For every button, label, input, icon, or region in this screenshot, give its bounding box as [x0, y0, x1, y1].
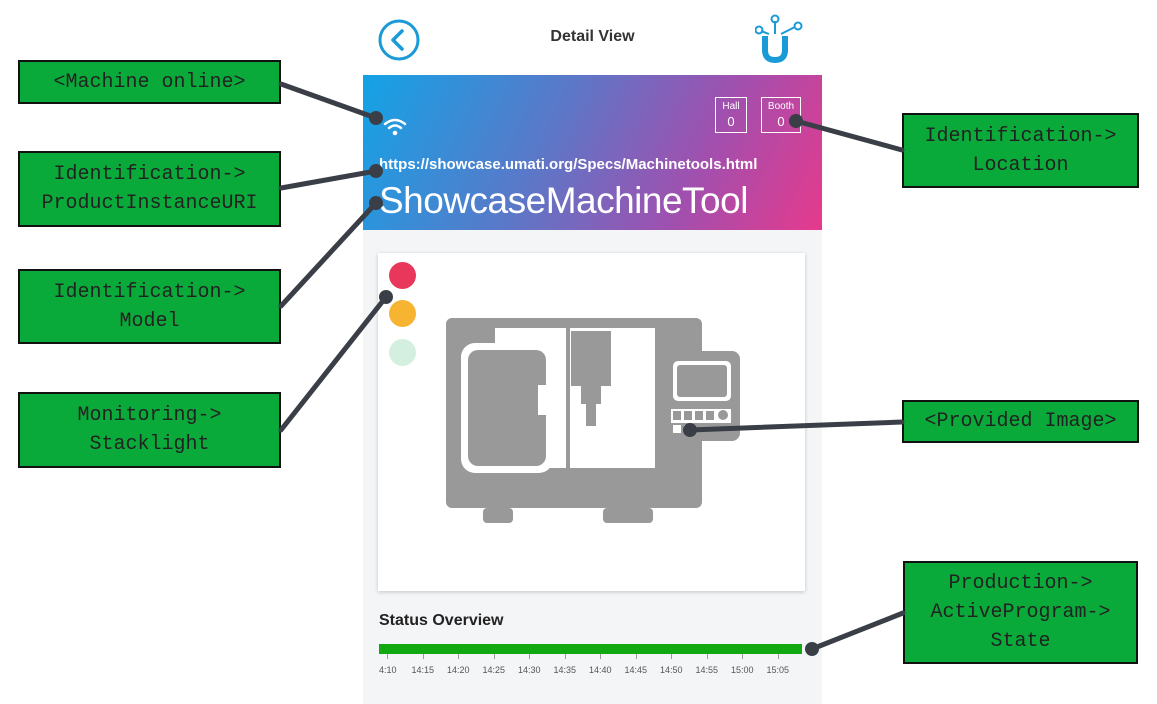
booth-label: Booth — [767, 101, 795, 112]
time-tick-label: 15:05 — [766, 665, 790, 675]
stacklight-green — [389, 339, 416, 366]
wifi-icon — [383, 118, 407, 136]
time-tick — [600, 654, 601, 659]
time-tick — [422, 654, 424, 659]
time-tick-label: 14:35 — [553, 665, 577, 675]
booth-badge: Booth 0 — [761, 97, 801, 133]
time-tick-label: 14:55 — [695, 665, 719, 675]
time-tick — [387, 654, 388, 659]
program-state-bar — [379, 644, 802, 654]
leader-model — [278, 200, 379, 309]
time-tick-label: 15:00 — [731, 665, 754, 675]
time-tick — [742, 654, 743, 659]
annotation-provided-image: <Provided Image> — [902, 400, 1139, 443]
leader-machine-online — [278, 81, 379, 121]
time-tick-label: 14:40 — [589, 665, 612, 675]
hall-badge: Hall 0 — [715, 97, 747, 133]
back-arrow-icon[interactable] — [377, 18, 421, 62]
annotation-location: Identification-> Location — [902, 113, 1139, 188]
annotation-program-state: Production-> ActiveProgram-> State — [903, 561, 1138, 664]
umati-logo-icon — [755, 14, 803, 64]
time-tick — [458, 654, 459, 659]
top-bar: Detail View — [363, 0, 822, 75]
annotation-machine-online: <Machine online> — [18, 60, 281, 104]
time-tick — [529, 654, 530, 659]
leader-product-uri — [278, 168, 379, 191]
machine-card — [378, 253, 805, 591]
time-tick-label: 14:45 — [624, 665, 648, 675]
status-overview-title: Status Overview — [379, 612, 504, 629]
booth-value: 0 — [777, 114, 785, 129]
time-tick — [777, 654, 779, 659]
time-tick-label: 14:20 — [447, 665, 470, 675]
machine-header: Hall 0 Booth 0 https://showcase.umati.or… — [363, 75, 822, 230]
stacklight-yellow — [389, 300, 416, 327]
time-tick-label: 14:25 — [482, 665, 506, 675]
page-title: Detail View — [550, 28, 635, 45]
time-axis: 4:10 14:15 14:20 14:25 14:30 14:35 14:40 14:45 1… — [379, 654, 809, 684]
time-tick-label: 14:50 — [660, 665, 683, 675]
hall-label: Hall — [722, 101, 740, 112]
time-tick — [706, 654, 708, 659]
leader-program-state — [809, 610, 906, 652]
machine-tool-image — [446, 318, 740, 523]
app-screen: Detail View Hall 0 Booth 0 https://showc… — [363, 0, 822, 704]
time-tick — [493, 654, 495, 659]
time-tick — [564, 654, 566, 659]
time-tick-label: 4:10 — [379, 665, 397, 675]
hall-value: 0 — [727, 114, 735, 129]
annotation-stacklight: Monitoring-> Stacklight — [18, 392, 281, 468]
stacklight-red — [389, 262, 416, 289]
time-tick-label: 14:30 — [518, 665, 541, 675]
time-tick-label: 14:15 — [411, 665, 435, 675]
product-instance-uri[interactable]: https://showcase.umati.org/Specs/Machine… — [379, 156, 758, 173]
annotation-model: Identification-> Model — [18, 269, 281, 344]
time-tick — [635, 654, 637, 659]
annotation-product-uri: Identification-> ProductInstanceURI — [18, 151, 281, 227]
time-tick — [671, 654, 672, 659]
machine-model: ShowcaseMachineTool — [379, 180, 748, 221]
